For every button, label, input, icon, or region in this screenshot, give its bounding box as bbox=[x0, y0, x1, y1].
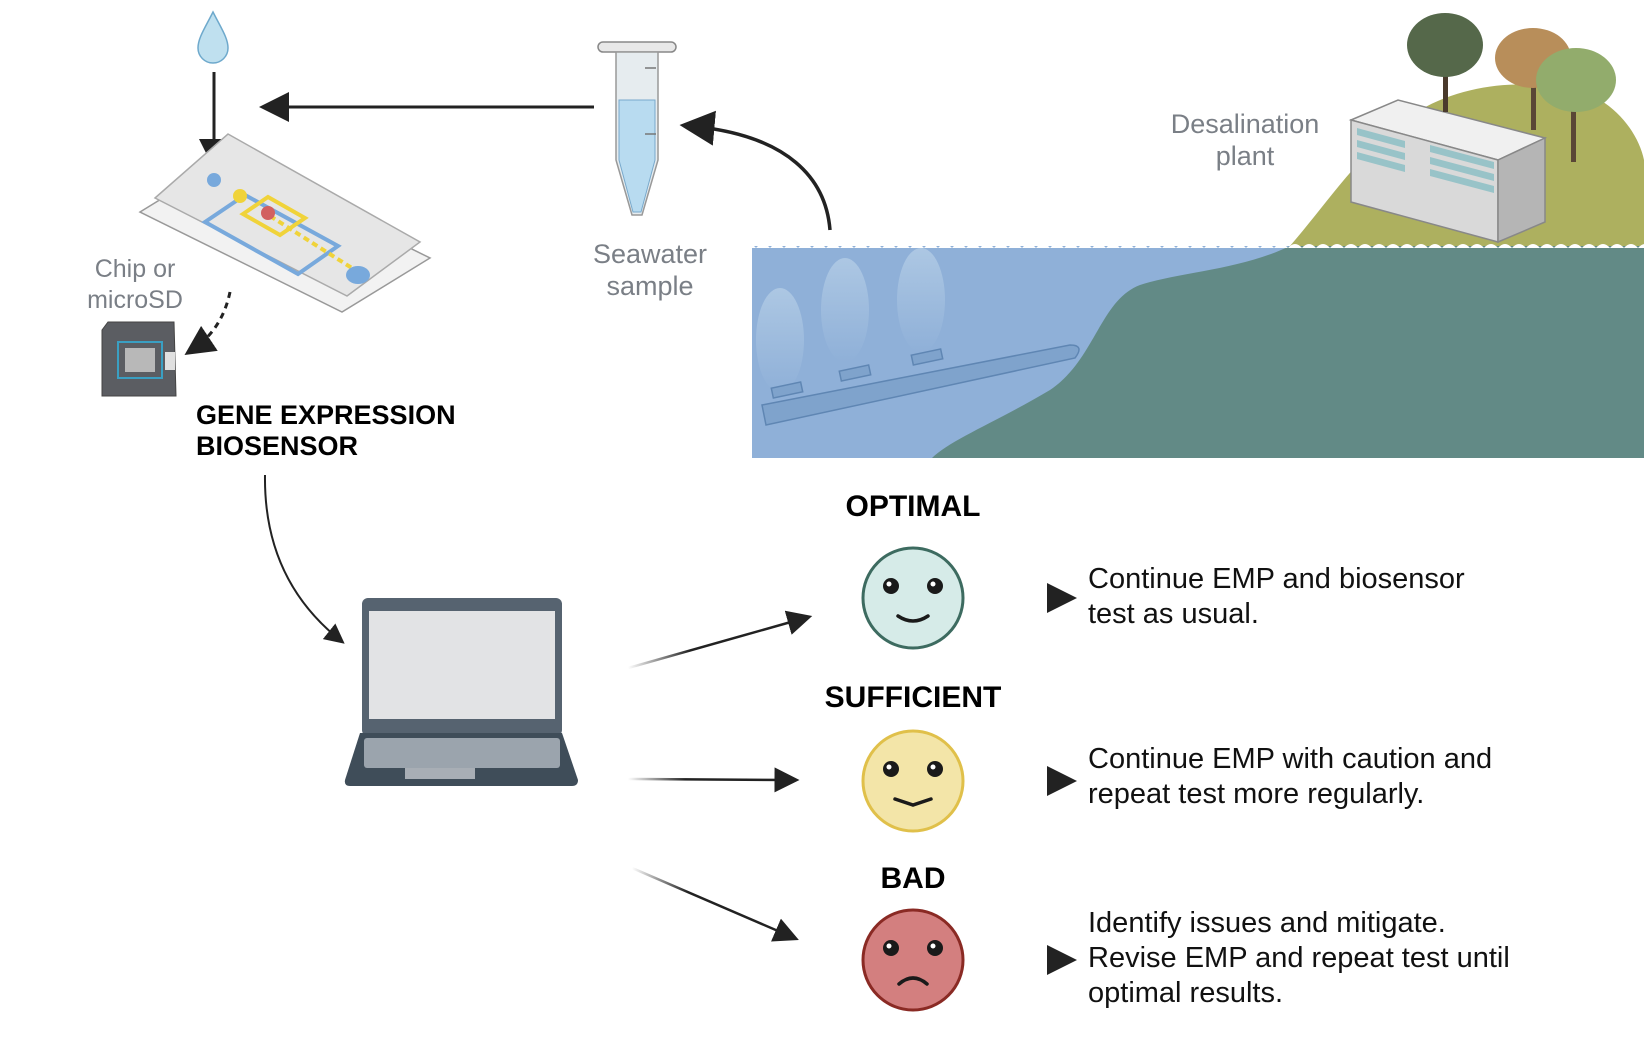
chip-label: Chip or microSD bbox=[80, 254, 190, 316]
sea-scene bbox=[752, 13, 1644, 458]
desalination-label: Desalination plant bbox=[1150, 108, 1340, 172]
seawater-label-line: sample bbox=[606, 271, 694, 301]
action-description-line: Continue EMP and biosensor bbox=[1088, 563, 1465, 595]
face-happy-icon bbox=[861, 546, 965, 650]
tree-icon bbox=[1407, 13, 1483, 112]
desalination-label-line: Desalination bbox=[1170, 109, 1320, 139]
arrow-to-optimal bbox=[627, 610, 813, 670]
arrow-chip-to-sd bbox=[184, 291, 232, 355]
arrow-to-sufficient bbox=[627, 767, 800, 793]
biosensor-label: GENE EXPRESSION BIOSENSOR bbox=[196, 400, 456, 462]
tree-icon bbox=[1536, 48, 1616, 162]
test-tube-icon bbox=[597, 41, 677, 216]
seawater-label-line: Seawater bbox=[592, 239, 708, 269]
biosensor-label-line: GENE EXPRESSION bbox=[196, 400, 456, 430]
face-neutral-icon bbox=[861, 729, 965, 833]
microsd-chip-icon bbox=[101, 321, 177, 397]
action-description-bad: Identify issues and mitigate.Revise EMP … bbox=[1088, 906, 1510, 1011]
discharge-plume bbox=[821, 258, 869, 362]
biosensor-label-line: BIOSENSOR bbox=[196, 431, 359, 461]
status-title-bad: BAD bbox=[880, 862, 946, 895]
discharge-plume bbox=[756, 288, 804, 392]
action-description-line: Identify issues and mitigate. bbox=[1088, 907, 1446, 939]
desalination-label-line: plant bbox=[1215, 141, 1275, 171]
laptop-icon bbox=[344, 598, 578, 786]
intake-pipe-icon bbox=[761, 344, 1080, 426]
water-drop-icon bbox=[197, 10, 229, 64]
chip-label-line: Chip or bbox=[94, 255, 176, 283]
status-title-optimal: OPTIMAL bbox=[845, 490, 981, 523]
discharge-plume bbox=[897, 248, 945, 352]
desalination-plant-icon bbox=[1348, 99, 1548, 244]
microfluidic-chip-icon bbox=[138, 133, 432, 313]
face-sad-icon bbox=[861, 908, 965, 1012]
action-description-line: test as usual. bbox=[1088, 598, 1259, 630]
chip-label-line: microSD bbox=[87, 286, 183, 314]
action-description-line: Revise EMP and repeat test until bbox=[1088, 942, 1510, 974]
action-description-line: Continue EMP with caution and bbox=[1088, 743, 1493, 775]
action-description-line: optimal results. bbox=[1088, 977, 1284, 1009]
arrow-biosensor-to-laptop bbox=[263, 474, 345, 644]
seawater-label: Seawater sample bbox=[570, 238, 730, 302]
status-title-sufficient: SUFFICIENT bbox=[824, 681, 1002, 714]
arrow-sea-to-tube bbox=[679, 110, 832, 231]
action-description-line: repeat test more regularly. bbox=[1088, 778, 1425, 810]
arrow-to-bad bbox=[631, 866, 799, 942]
seabed bbox=[932, 246, 1644, 458]
